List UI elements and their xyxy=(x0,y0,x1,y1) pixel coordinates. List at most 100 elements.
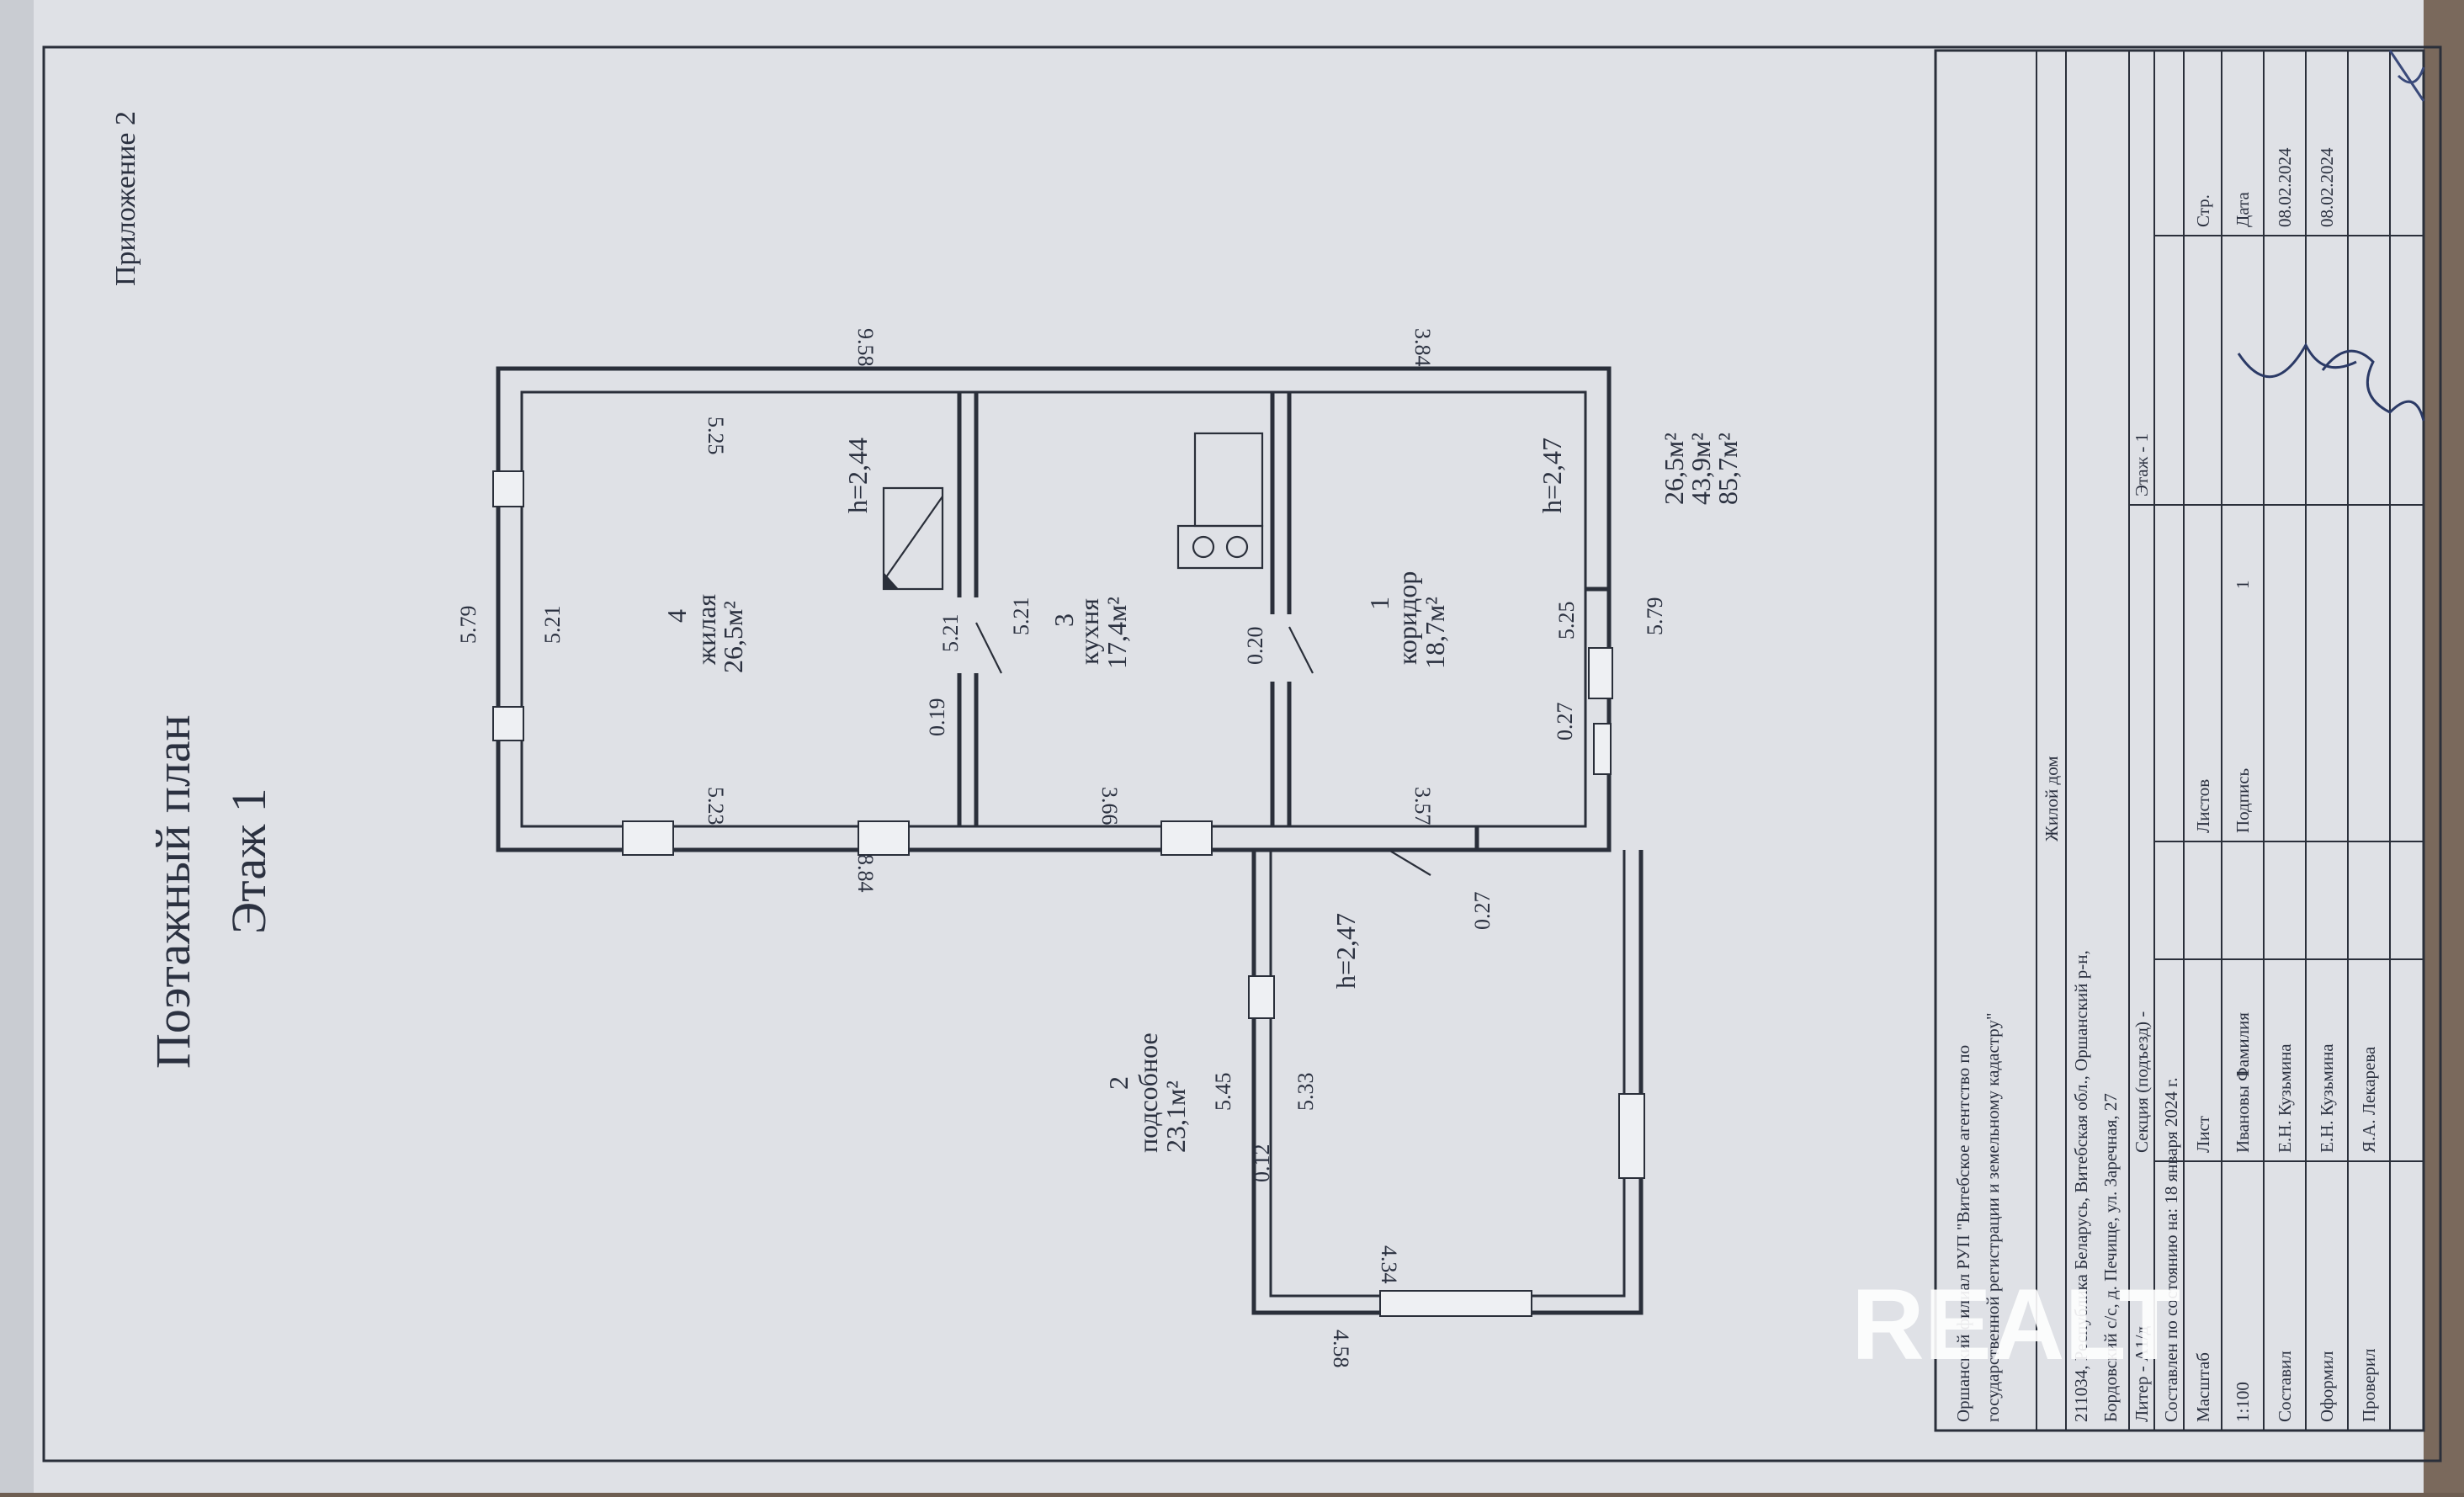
room-3-area: 17,4м² xyxy=(1102,597,1132,669)
tb-v-sheet: 1 xyxy=(2233,1069,2253,1078)
dim-wall-027a: 0.27 xyxy=(1553,703,1577,741)
room-1: 1 коридор 18,7м² h=2,47 xyxy=(1364,438,1567,669)
signature-2 xyxy=(2237,342,2357,378)
tb-object: Жилой дом xyxy=(2042,756,2062,841)
room-3-name: кухня xyxy=(1074,598,1104,665)
dim-util-012: 0.12 xyxy=(1250,1144,1274,1183)
dim-living-long-right: 5.25 xyxy=(704,417,728,455)
total-1: 26,5м² xyxy=(1659,433,1689,505)
room-1-area: 18,7м² xyxy=(1420,597,1450,669)
door-corridor xyxy=(1588,647,1613,699)
dim-outer-left: 8.84 xyxy=(853,854,878,893)
tb-floor: Этаж - 1 xyxy=(2132,433,2152,496)
annex-window-left xyxy=(1248,975,1275,1019)
tb-h-sheets: Листов xyxy=(2193,779,2213,833)
tb-r2-role: Оформил xyxy=(2317,1351,2337,1422)
dim-wall-027b: 0.27 xyxy=(1470,892,1495,931)
room-2-height: h=2,47 xyxy=(1330,913,1361,989)
dim-corr-right: 3.84 xyxy=(1410,328,1435,367)
dim-wall-019: 0.19 xyxy=(925,698,949,737)
title-block-frame xyxy=(1934,49,2425,1432)
tb-v-scale: 1:100 xyxy=(2233,1382,2253,1422)
tb-date-line: Составлен по состоянию на: 18 января 202… xyxy=(2161,1077,2181,1422)
tb-r1-date: 08.02.2024 xyxy=(2275,147,2295,227)
tb-v-sheets: 1 xyxy=(2233,581,2253,590)
stair-diag xyxy=(883,496,943,581)
window-bottom-3 xyxy=(1160,820,1213,856)
total-2: 43,9м² xyxy=(1686,433,1716,505)
tb-r1-role: Составил xyxy=(2275,1351,2295,1422)
tb-h-sign: Подпись xyxy=(2233,768,2253,833)
tb-address1: 211034, Республика Беларусь, Витебская о… xyxy=(2071,950,2091,1422)
dim-outer-top: 5.79 xyxy=(456,606,481,645)
dim-util-458: 4.58 xyxy=(1329,1330,1353,1368)
window-bottom-2 xyxy=(858,820,910,856)
room-3: 3 кухня 17,4м² xyxy=(1049,597,1132,669)
room-4-height: h=2,44 xyxy=(842,438,873,513)
dim-wall-020: 0.20 xyxy=(1243,627,1267,666)
window-corridor xyxy=(1593,723,1612,775)
tb-r2-date: 08.02.2024 xyxy=(2317,147,2337,227)
dim-kitchen-long: 3.66 xyxy=(1097,787,1122,825)
tb-r2-name: Е.Н. Кузьмина xyxy=(2317,1043,2337,1153)
stair-symbol xyxy=(882,486,944,591)
room-3-num: 3 xyxy=(1049,613,1079,627)
door-swing-3 xyxy=(1388,849,1431,876)
stair-arrow xyxy=(884,572,899,589)
tb-r3-role: Проверил xyxy=(2359,1349,2379,1423)
dim-util-434: 4.34 xyxy=(1377,1245,1401,1284)
burner-2 xyxy=(1225,535,1249,559)
room-2-name: подсобное xyxy=(1133,1033,1163,1153)
dim-outer-bottom: 5.79 xyxy=(1643,597,1667,636)
table-edge xyxy=(2424,0,2464,1493)
burner-1 xyxy=(1192,535,1215,559)
floor-title: Этаж 1 xyxy=(221,788,276,934)
plan-drawing xyxy=(492,366,1645,1317)
tb-address2: Бордовский с/с, д. Печище, ул. Заречная,… xyxy=(2100,1093,2121,1422)
house-inner-wall xyxy=(520,390,1587,828)
room-4-area: 26,5м² xyxy=(718,601,748,673)
door-swing-1 xyxy=(975,622,1002,674)
tb-section: Секция (подъезд) - xyxy=(2132,1011,2152,1153)
annex-window-bottom xyxy=(1379,1290,1532,1317)
sheet-border xyxy=(42,45,2442,1462)
tb-h-scale: Масштаб xyxy=(2193,1352,2213,1422)
sink-counter xyxy=(1193,432,1264,528)
page-title: Поэтажный план xyxy=(146,714,200,1069)
paper-shadow xyxy=(0,0,34,1493)
appendix-label: Приложение 2 xyxy=(110,111,141,286)
area-totals: 26,5м² 43,9м² 85,7м² xyxy=(1659,433,1743,505)
total-3: 85,7м² xyxy=(1713,433,1743,505)
tb-h-sheet: Лист xyxy=(2193,1116,2213,1153)
dim-corr-long: 3.57 xyxy=(1410,787,1435,825)
dim-outer-right: 9.58 xyxy=(853,328,878,367)
realt-watermark: REALT xyxy=(1851,1268,2180,1381)
stamp-mark xyxy=(2388,50,2425,102)
room-4-num: 4 xyxy=(661,609,692,623)
dim-corr-side: 5.25 xyxy=(1554,602,1579,640)
annex-window-right xyxy=(1618,1093,1645,1179)
room-1-name: коридор xyxy=(1392,571,1422,665)
tb-org2: государственной регистрации и земельному… xyxy=(1983,1012,2003,1422)
dim-util-533: 5.33 xyxy=(1293,1073,1318,1112)
window-bottom-1 xyxy=(622,820,674,856)
tb-litera: Литер - А1/д xyxy=(2132,1326,2152,1422)
room-1-num: 1 xyxy=(1364,597,1394,610)
room-2-num: 2 xyxy=(1103,1076,1134,1090)
tb-h-names: Ивановы Фамилия xyxy=(2233,1012,2253,1153)
dim-living-side: 5.21 xyxy=(540,606,565,645)
room-4-name: жилая xyxy=(691,594,721,666)
window-top xyxy=(492,470,524,507)
dimensions: 5.79 5.21 5.25 5.23 0.19 5.21 5.21 3.66 … xyxy=(456,328,1667,1368)
dim-kitchen-side1: 5.21 xyxy=(938,614,963,653)
house-outer-wall xyxy=(496,366,1612,852)
title-block: Оршанский филиал РУП "Витебское агентств… xyxy=(1934,49,2425,1432)
door-swing-2 xyxy=(1288,626,1314,674)
tb-r3-name: Я.А. Лекарева xyxy=(2359,1046,2379,1153)
signature-1 xyxy=(2321,349,2425,422)
room-2: 2 подсобное 23,1м² h=2,47 xyxy=(1103,913,1361,1153)
dim-kitchen-side2: 5.21 xyxy=(1009,597,1033,636)
room-4: 4 жилая 26,5м² h=2,44 xyxy=(661,438,873,673)
